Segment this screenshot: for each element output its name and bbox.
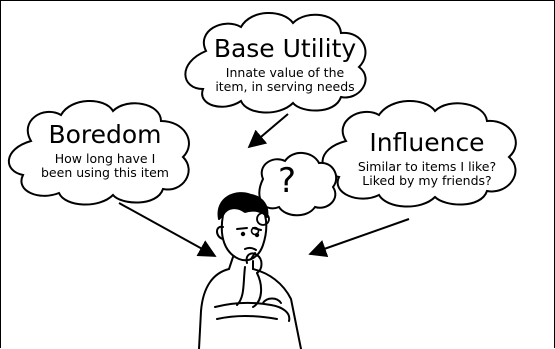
influence-cloud: [321, 99, 517, 208]
boredom-title: Boredom: [48, 120, 162, 149]
base-utility-desc-line-2: item, in serving needs: [215, 79, 355, 95]
arrow-influence: [308, 218, 410, 258]
arrow-boredom: [118, 202, 217, 257]
boredom-desc-line-2: been using this item: [41, 165, 169, 181]
thinking-person-icon: [198, 192, 302, 349]
boredom-cloud: [7, 99, 190, 206]
base-utility-cloud: [184, 11, 367, 114]
base-utility-title: Base Utility: [213, 34, 357, 63]
influence-node: Influence Similar to items I like? Liked…: [337, 128, 517, 189]
thought-bubble: [250, 152, 338, 236]
boredom-node: Boredom How long have I been using this …: [25, 120, 185, 181]
influence-title: Influence: [369, 128, 485, 157]
question-mark: ?: [277, 161, 297, 201]
boredom-desc-line-1: How long have I: [54, 150, 156, 166]
arrow-base-utility: [247, 113, 289, 149]
base-utility-node: Base Utility Innate value of the item, i…: [199, 34, 371, 95]
base-utility-desc-line-1: Innate value of the: [225, 64, 345, 80]
influence-desc-line-1: Similar to items I like?: [357, 158, 497, 174]
influence-desc-line-2: Liked by my friends?: [362, 173, 492, 189]
